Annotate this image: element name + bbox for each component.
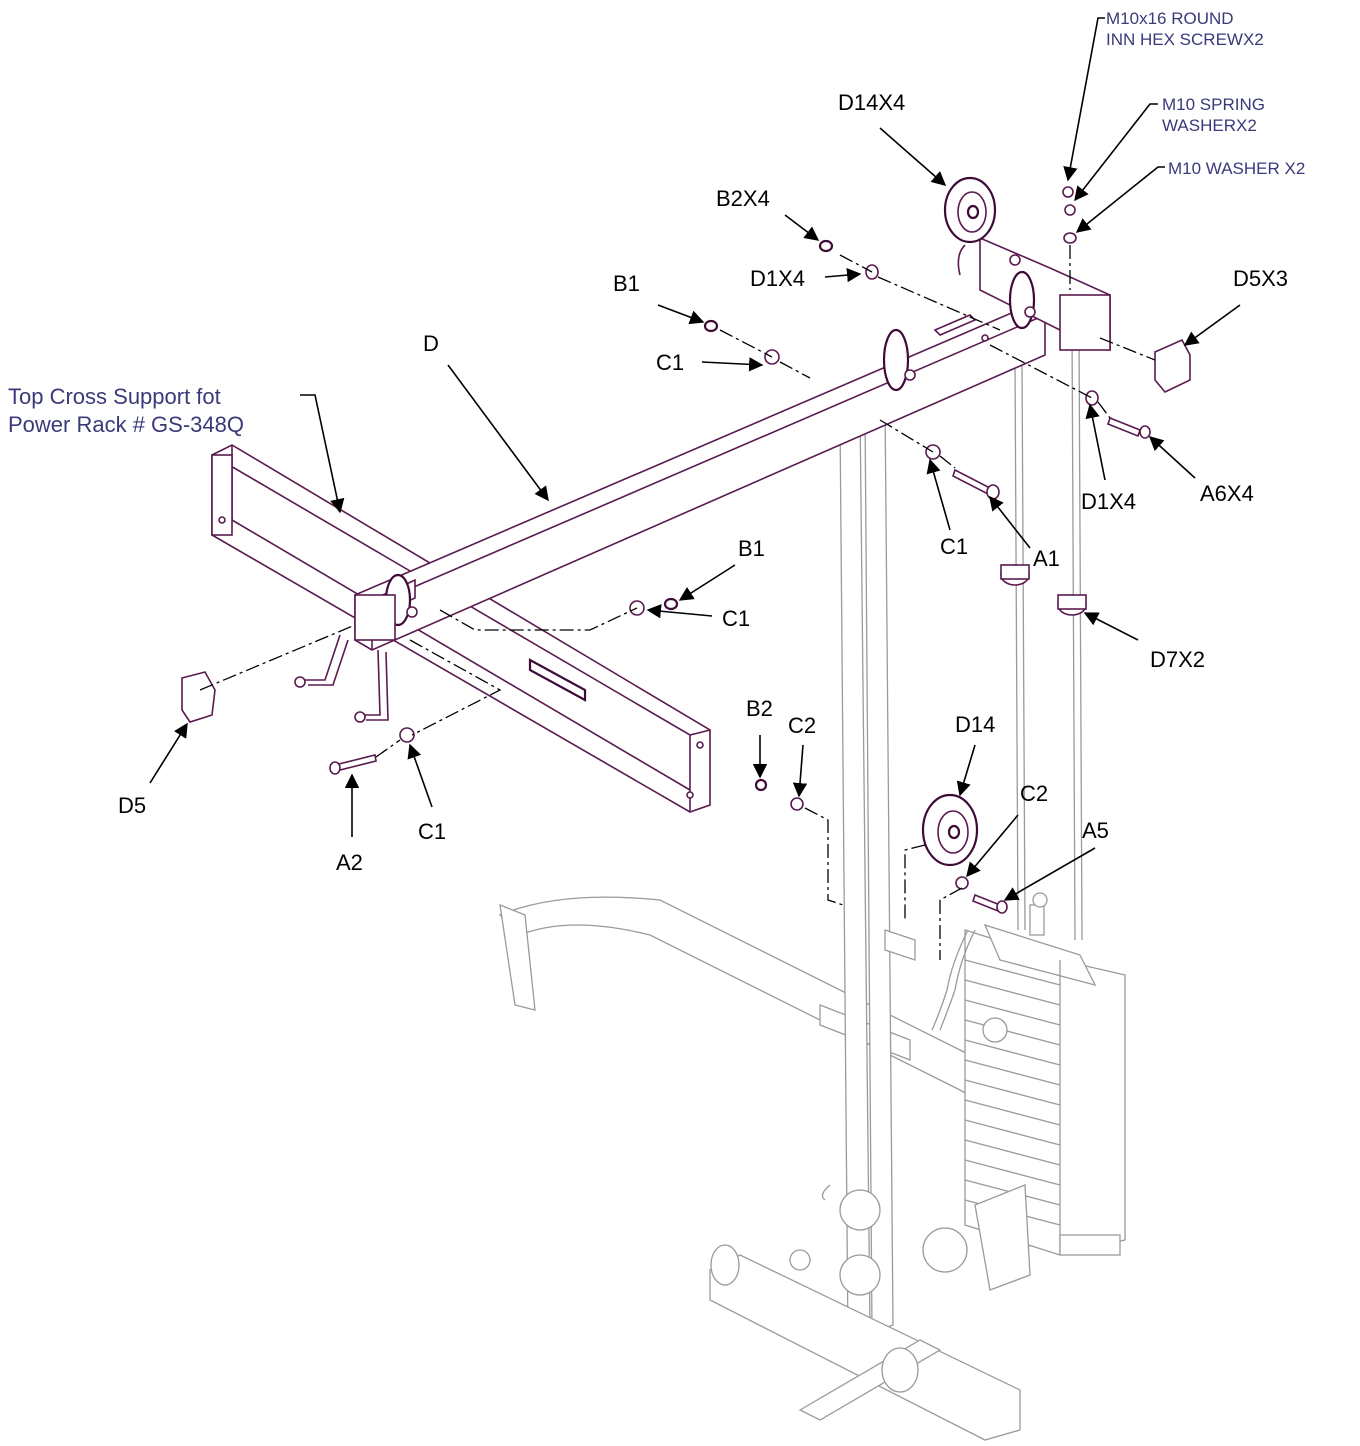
- label-d1x4-top: D1X4: [750, 266, 805, 291]
- label-d: D: [423, 331, 439, 356]
- label-c2-left: C2: [788, 713, 816, 738]
- top-cross-support: [211, 236, 1111, 813]
- label-c2-right: C2: [1020, 781, 1048, 806]
- label-c1-bottom: C1: [418, 819, 446, 844]
- label-b2x4: B2X4: [716, 186, 770, 211]
- label-b2: B2: [746, 696, 773, 721]
- label-b1-top: B1: [613, 271, 640, 296]
- label-c1-mid-right: C1: [940, 534, 968, 559]
- end-cap-d5: [181, 671, 216, 723]
- collar-d7x2: [1000, 564, 1087, 616]
- label-top-cross-support: Top Cross Support fot Power Rack # GS-34…: [8, 384, 244, 437]
- weight-stack: [964, 923, 1126, 1256]
- label-c1-mid: C1: [722, 606, 750, 631]
- label-m10-washer: M10 WASHER X2: [1168, 159, 1305, 178]
- label-d1x4-right: D1X4: [1081, 489, 1136, 514]
- label-b1-mid: B1: [738, 536, 765, 561]
- label-c1-top: C1: [656, 350, 684, 375]
- pulley-d14x4: [943, 176, 997, 276]
- base-machine-ghost: [498, 329, 1126, 1441]
- label-m10-screw: M10x16 ROUND INN HEX SCREWX2: [1106, 9, 1264, 49]
- label-d7x2: D7X2: [1150, 647, 1205, 672]
- label-d14x4: D14X4: [838, 90, 905, 115]
- label-d14: D14: [955, 712, 995, 737]
- label-m10-spring-washer-line1: M10 SPRING: [1162, 95, 1265, 114]
- label-a6x4: A6X4: [1200, 481, 1254, 506]
- label-top-cross-support-line1: Top Cross Support fot: [8, 384, 221, 409]
- label-m10-screw-line1: M10x16 ROUND: [1106, 9, 1234, 28]
- assembly-guides: [199, 245, 1156, 960]
- pulley-d14: [921, 793, 979, 867]
- label-d5x3: D5X3: [1233, 266, 1288, 291]
- label-m10-spring-washer: M10 SPRING WASHERX2: [1162, 95, 1270, 135]
- label-m10-screw-line2: INN HEX SCREWX2: [1106, 30, 1264, 49]
- bolts: [329, 416, 1151, 914]
- label-a5: A5: [1082, 818, 1109, 843]
- end-cap-d5x3: [1154, 338, 1191, 393]
- label-m10-spring-washer-line2: WASHERX2: [1162, 116, 1257, 135]
- label-a2: A2: [336, 850, 363, 875]
- labels: M10x16 ROUND INN HEX SCREWX2 M10 SPRING …: [8, 9, 1305, 875]
- leader-lines: [149, 17, 1241, 901]
- label-a1: A1: [1033, 546, 1060, 571]
- label-top-cross-support-line2: Power Rack # GS-348Q: [8, 412, 244, 437]
- label-d5: D5: [118, 793, 146, 818]
